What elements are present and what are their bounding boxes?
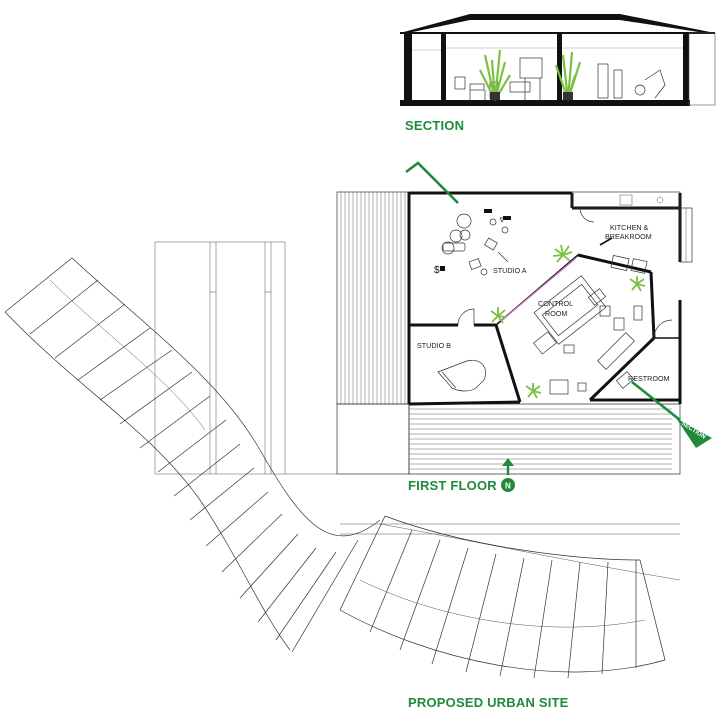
room-label-kitchen-line1: KITCHEN &	[610, 223, 649, 232]
section-title: SECTION	[405, 118, 464, 133]
proposed-site-title: PROPOSED URBAN SITE	[408, 695, 569, 710]
section-drawing: SECTION	[400, 14, 716, 133]
studio-a-furniture: $	[434, 209, 511, 276]
svg-text:$: $	[434, 265, 440, 276]
deck-left	[336, 191, 410, 405]
section-plant-left	[479, 49, 511, 101]
fan-planks	[339, 515, 666, 679]
room-label-control-line2: ROOM	[545, 309, 567, 318]
section-plant-right	[554, 51, 582, 101]
building-walls	[407, 191, 693, 406]
first-floor-plan: SECTION $	[336, 161, 712, 475]
section-left-wall	[404, 33, 412, 105]
room-label-studio-a: STUDIO A	[493, 266, 527, 275]
room-label-restroom: RESTROOM	[628, 374, 670, 383]
north-label: N	[505, 482, 511, 491]
control-room-console	[533, 275, 643, 395]
curved-promenade	[4, 257, 381, 653]
room-label-control-line1: CONTROL	[538, 299, 573, 308]
urban-site-plan	[4, 241, 681, 679]
section-roof	[400, 14, 715, 33]
section-right-wall	[683, 33, 689, 105]
grand-piano	[437, 359, 486, 392]
section-floor-slab	[400, 100, 690, 106]
deck-bottom	[336, 403, 681, 475]
room-label-kitchen-line2: BREAKROOM	[605, 232, 652, 241]
first-floor-title: FIRST FLOOR	[408, 478, 497, 493]
north-arrow: N	[501, 458, 515, 492]
room-label-studio-b: STUDIO B	[417, 341, 451, 350]
plan-plants	[490, 244, 646, 399]
